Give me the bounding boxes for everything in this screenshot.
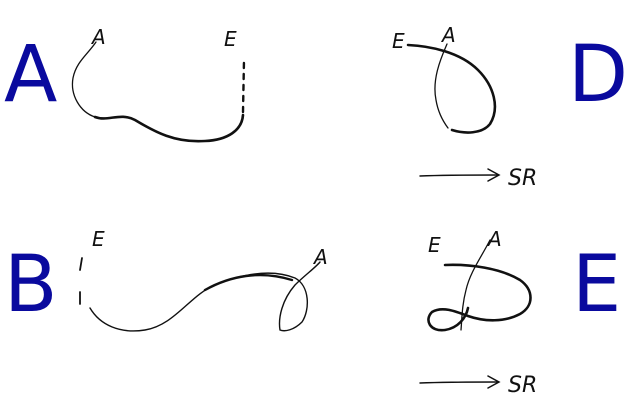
curve-e-start-label: E (428, 233, 441, 257)
curve-d-start-label: E (392, 29, 405, 53)
panel-label-e: E (572, 240, 622, 330)
arrow-sr-d-label: SR (508, 166, 537, 191)
curve-b-start-label: E (92, 227, 105, 251)
panel-label-d: D (568, 30, 629, 120)
curve-e (427, 239, 532, 332)
curve-a-end-label: E (224, 27, 237, 51)
curve-b-end-label: A (312, 245, 328, 269)
curve-a (71, 41, 246, 143)
curve-d-end-label: A (440, 23, 456, 47)
curve-a-start-label: A (90, 25, 106, 49)
arrow-sr-e (419, 375, 501, 389)
curve-d (406, 43, 497, 134)
curve-b (79, 257, 321, 332)
panel-label-a: A (4, 30, 58, 120)
curve-e-end-label: A (486, 227, 502, 251)
arrow-sr-d (419, 168, 501, 182)
arrow-sr-e-label: SR (508, 373, 537, 398)
panel-label-b: B (4, 240, 58, 330)
